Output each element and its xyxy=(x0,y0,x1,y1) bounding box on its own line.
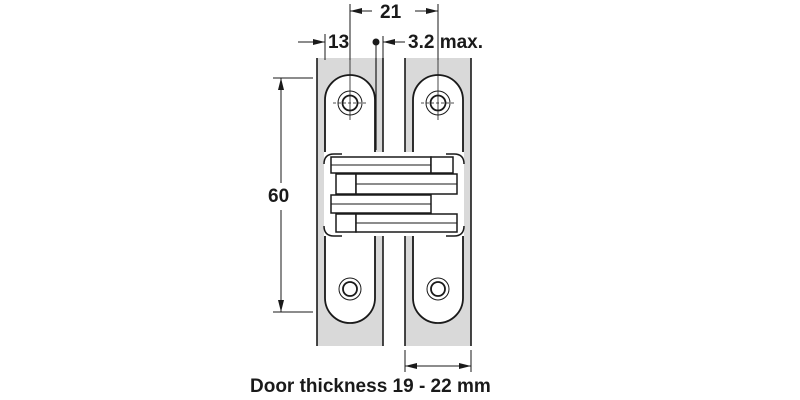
dimension-door-thickness xyxy=(404,350,472,372)
bottom-screw-holes xyxy=(338,277,450,301)
dimension-21 xyxy=(349,4,439,60)
dimension-gap xyxy=(372,36,405,60)
dimension-label-60: 60 xyxy=(268,186,290,207)
dimension-60 xyxy=(273,77,313,313)
dimension-13 xyxy=(298,34,326,60)
caption: Door thickness 19 - 22 mm xyxy=(250,376,491,397)
top-screw-holes xyxy=(333,58,455,120)
dimension-label-21: 21 xyxy=(380,2,402,23)
dimension-label-13: 13 xyxy=(328,32,350,53)
hinge-mechanism xyxy=(323,152,465,237)
dimension-label-gap: 3.2 max. xyxy=(408,32,483,53)
